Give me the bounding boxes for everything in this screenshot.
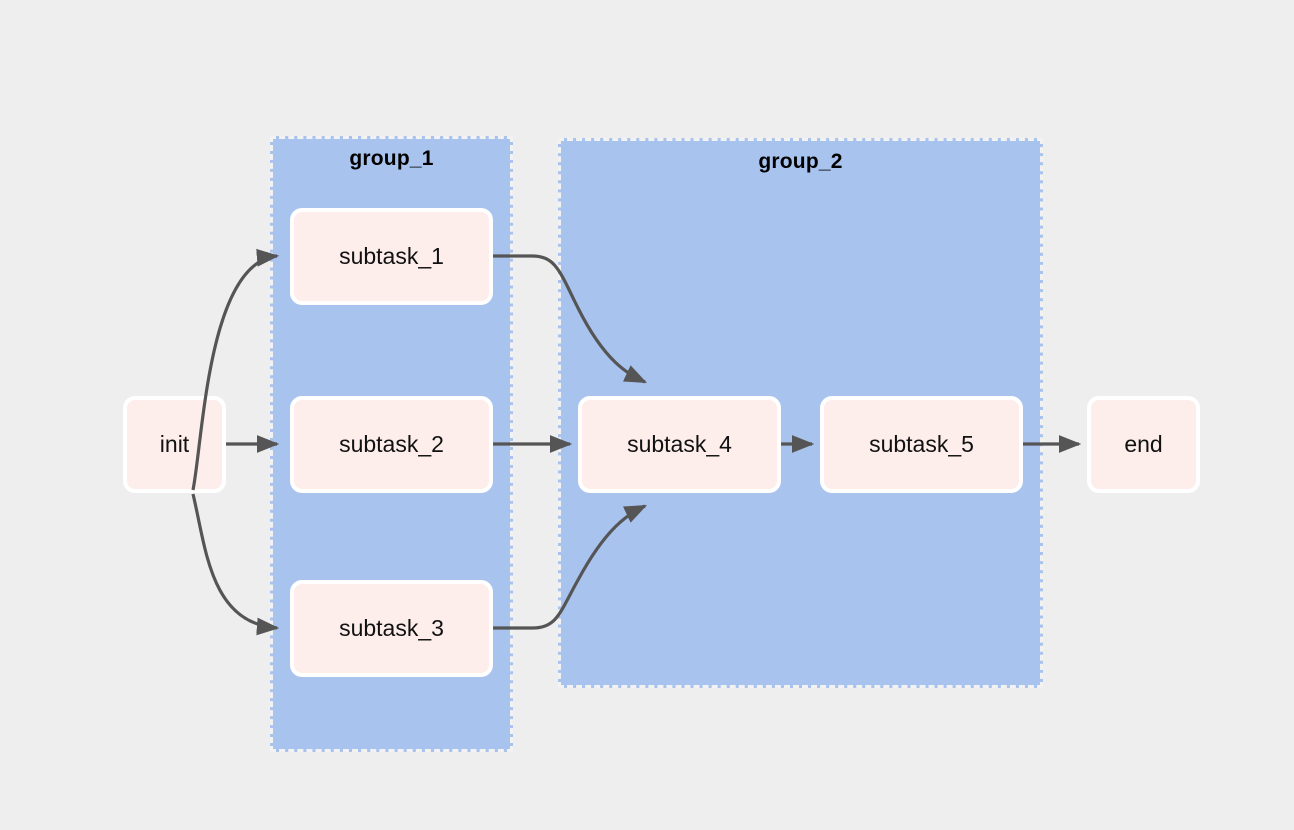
group-label-group_1: group_1	[349, 147, 434, 170]
node-init[interactable]: init	[123, 396, 226, 493]
node-label-subtask_2: subtask_2	[339, 431, 444, 457]
node-label-end: end	[1124, 431, 1163, 457]
node-label-subtask_5: subtask_5	[869, 431, 974, 457]
node-label-init: init	[159, 431, 190, 457]
node-label-subtask_4: subtask_4	[627, 431, 732, 457]
node-subtask_2[interactable]: subtask_2	[290, 396, 493, 493]
group-label-group_2: group_2	[758, 150, 843, 173]
node-subtask_3[interactable]: subtask_3	[290, 580, 493, 677]
node-subtask_1[interactable]: subtask_1	[290, 208, 493, 305]
node-subtask_4[interactable]: subtask_4	[578, 396, 781, 493]
node-label-subtask_1: subtask_1	[339, 243, 444, 269]
node-end[interactable]: end	[1087, 396, 1200, 493]
edge-init-to-subtask_3	[191, 493, 280, 636]
node-label-subtask_3: subtask_3	[339, 615, 444, 641]
node-subtask_5[interactable]: subtask_5	[820, 396, 1023, 493]
